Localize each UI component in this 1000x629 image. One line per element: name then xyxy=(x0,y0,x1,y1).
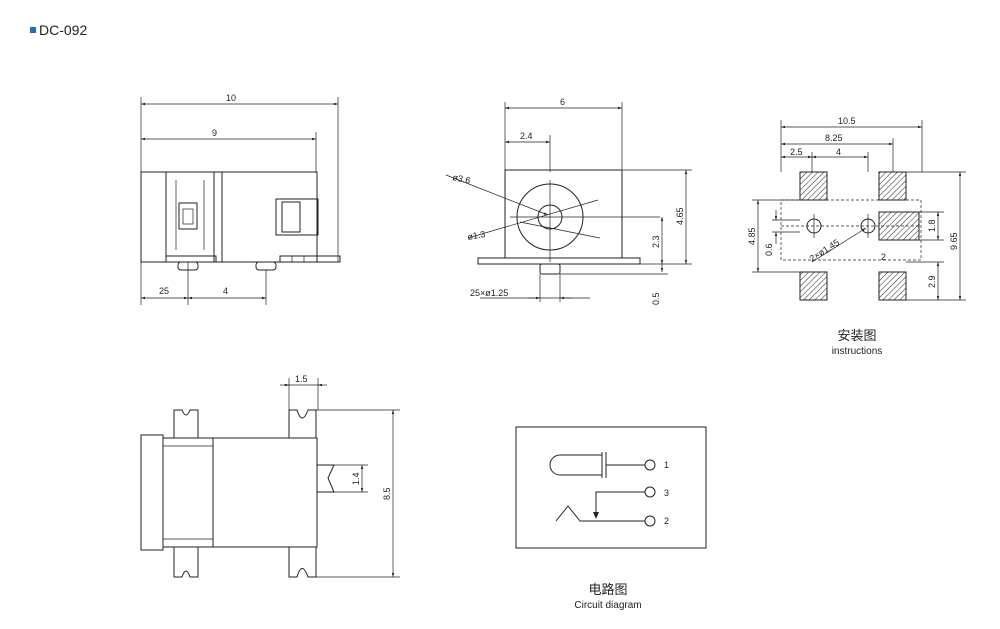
model-title: DC-092 xyxy=(30,22,87,38)
circuit-pin-1: 1 xyxy=(664,460,669,470)
front-dim-6: 6 xyxy=(560,97,565,107)
side-dim-4: 4 xyxy=(223,286,228,296)
side-view: 10 9 25 4 xyxy=(140,93,341,305)
circuit-pin-3: 3 xyxy=(664,488,669,498)
install-dim-1-8: 1.8 xyxy=(927,219,937,232)
circuit-caption-en: Circuit diagram xyxy=(574,600,641,611)
top-view: 1.5 1.4 8.5 xyxy=(140,374,400,578)
front-dim-2-3: 2.3 xyxy=(651,235,661,248)
install-dim-4-85: 4.85 xyxy=(747,227,757,245)
install-dim-2-9: 2.9 xyxy=(927,275,937,288)
install-dim-10-5: 10.5 xyxy=(838,116,856,126)
side-dim-25: 25 xyxy=(159,286,169,296)
front-dim-4-65: 4.65 xyxy=(675,207,685,225)
model-name: DC-092 xyxy=(39,22,88,38)
title-bullet-icon xyxy=(30,27,36,33)
circuit-diagram: 1 3 2 电路图 Circuit diagram xyxy=(515,426,707,611)
install-dim-2: 2 xyxy=(881,252,886,262)
front-dim-2-4: 2.4 xyxy=(520,131,533,141)
front-dim-diam-3-6: ø3.6 xyxy=(452,172,472,186)
circuit-pin-2: 2 xyxy=(664,516,669,526)
install-dim-2-5: 2.5 xyxy=(790,147,803,157)
front-dim-pins: 25×ø1.25 xyxy=(470,288,508,298)
install-caption-en: instructions xyxy=(832,346,883,357)
circuit-caption-cn: 电路图 xyxy=(588,582,627,597)
top-dim-8-5: 8.5 xyxy=(382,487,392,500)
install-caption-cn: 安装图 xyxy=(837,328,876,343)
side-dim-10: 10 xyxy=(226,93,236,103)
install-dim-8-25: 8.25 xyxy=(825,133,843,143)
side-dim-9: 9 xyxy=(212,128,217,138)
install-dim-0-6: 0.6 xyxy=(764,243,774,256)
top-dim-1-4: 1.4 xyxy=(351,472,361,485)
install-view: 10.5 8.25 2.5 4 2×ø1.45 4.85 xyxy=(747,116,966,357)
front-dim-0-5: 0.5 xyxy=(651,292,661,305)
front-view: 6 2.4 ø3.6 ø1.3 4.65 2.3 0.5 xyxy=(445,97,692,305)
install-dim-4: 4 xyxy=(836,147,841,157)
top-dim-1-5: 1.5 xyxy=(295,374,308,384)
install-dim-9-65: 9.65 xyxy=(949,232,959,250)
front-dim-diam-1-3: ø1.3 xyxy=(467,229,486,242)
